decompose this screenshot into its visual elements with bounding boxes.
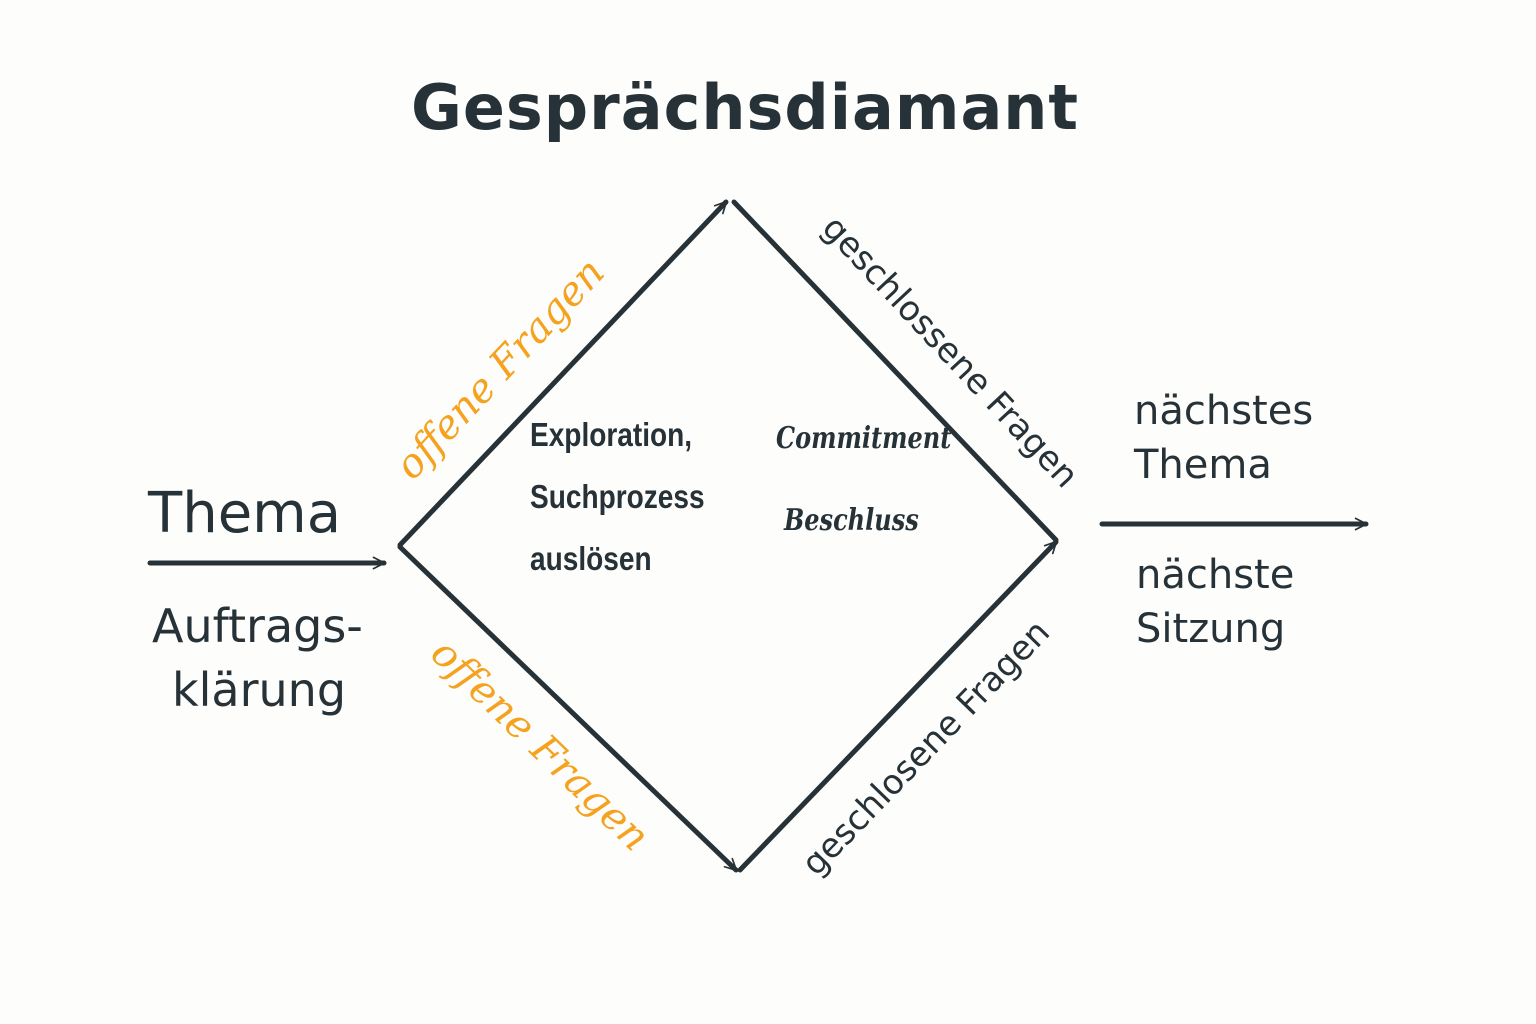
center-left-text: Exploration, Suchprozess auslösen bbox=[530, 404, 705, 590]
left-top-label: Thema bbox=[148, 481, 342, 546]
left-bottom-label-2: klärung bbox=[172, 663, 347, 717]
edge-bottom-left-arrow bbox=[397, 544, 739, 873]
edge-bottom-right-arrow bbox=[737, 539, 1059, 873]
decision-label: Beschluss bbox=[784, 503, 919, 538]
center-left-line: auslösen bbox=[530, 540, 652, 577]
left-bottom-label-1: Auftrags- bbox=[152, 599, 363, 653]
edge-top-right bbox=[731, 199, 1059, 543]
center-left-line: Suchprozess bbox=[530, 478, 705, 515]
edge-top-left-arrow bbox=[397, 199, 729, 548]
diagram-title: Gesprächsdiamant bbox=[410, 71, 1080, 144]
right-top-label-2: Thema bbox=[1134, 442, 1272, 488]
center-left-line: Exploration, bbox=[530, 416, 693, 453]
right-bottom-label-1: nächste bbox=[1136, 552, 1295, 598]
right-top-label-1: nächstes bbox=[1134, 388, 1314, 434]
commitment-label: Commitment bbox=[776, 421, 952, 456]
right-bottom-label-2: Sitzung bbox=[1136, 606, 1286, 652]
